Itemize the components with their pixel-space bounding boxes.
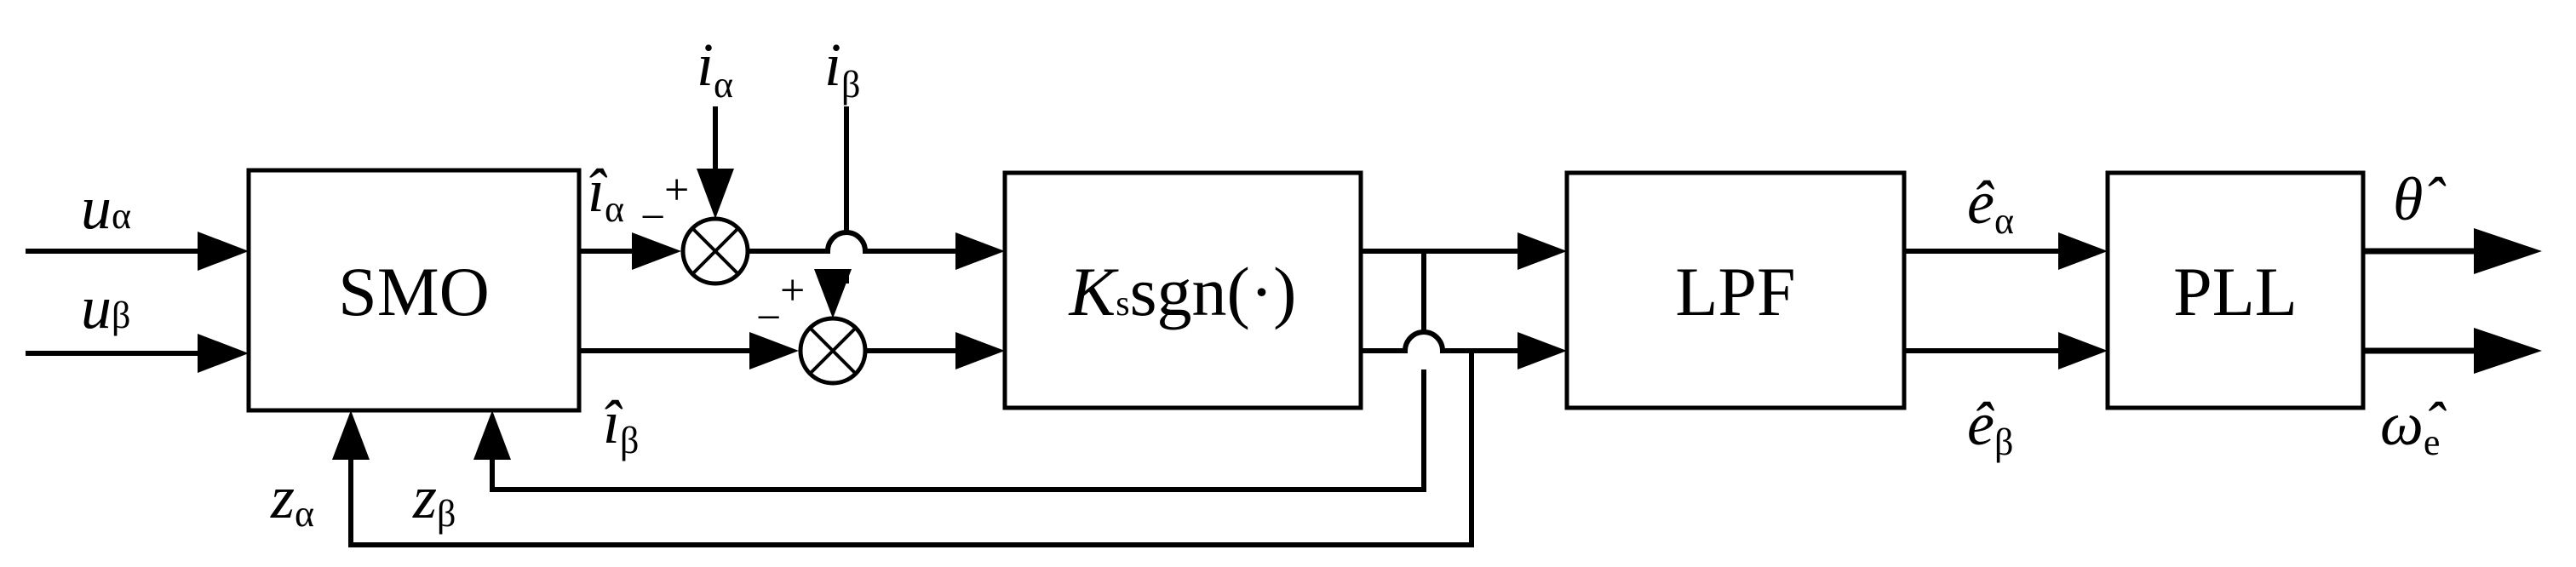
smo-label: SMO <box>338 253 490 330</box>
u-alpha-arrow <box>198 232 249 271</box>
ihat-beta-label: îβ <box>603 388 639 461</box>
lpf-block <box>1564 170 1907 410</box>
error-beta-arrow <box>955 332 1005 369</box>
z-beta-forward-arrow <box>1517 332 1567 369</box>
i-beta-wire <box>830 106 849 284</box>
pll-label: PLL <box>2173 253 2298 330</box>
summing-junction-top-cross-b <box>691 226 740 276</box>
ehat-beta-arrow <box>2058 332 2108 369</box>
z-alpha-forward-arrow <box>1517 232 1567 270</box>
summing-bottom-plus: + <box>780 266 805 315</box>
i-beta-arrow <box>814 269 852 318</box>
ihat-alpha-arrow <box>632 232 681 270</box>
theta-hat-arrow <box>2474 228 2542 274</box>
omega-hat-arrow <box>2474 328 2542 374</box>
summing-top-plus: + <box>664 166 689 215</box>
z-alpha-feedback-wire <box>348 351 1474 547</box>
error-alpha-wire <box>748 230 962 254</box>
error-alpha-arrow <box>955 232 1005 270</box>
ehat-alpha-label: êα <box>1967 169 2014 242</box>
theta-hat-label: θ̂ <box>2393 165 2446 233</box>
z-alpha-label: zα <box>270 463 314 535</box>
u-beta-arrow <box>198 334 249 373</box>
ehat-alpha-arrow <box>2058 232 2108 270</box>
ksgn-label: Kssgn(·) <box>1069 253 1297 330</box>
z-beta-forward-wire <box>1361 329 1524 353</box>
ihat-beta-arrow <box>749 332 799 369</box>
z-beta-label: zβ <box>412 463 456 535</box>
z-beta-feedback-arrow <box>473 410 511 460</box>
u-alpha-label: uα <box>81 174 131 242</box>
summing-top-minus: − <box>640 193 665 242</box>
omega-hat-label: ω̂e <box>2380 390 2447 463</box>
ehat-beta-label: êβ <box>1967 390 2013 463</box>
z-beta-feedback-wire <box>490 251 1426 492</box>
i-beta-label: iβ <box>824 31 860 106</box>
ksgn-block <box>1002 170 1363 410</box>
ihat-alpha-label: îα <box>588 157 624 230</box>
z-alpha-feedback-arrow <box>332 410 370 460</box>
pll-block <box>2105 170 2366 410</box>
i-alpha-label: iα <box>697 31 733 106</box>
i-alpha-arrow <box>697 169 734 219</box>
u-beta-label: uβ <box>81 273 130 341</box>
smo-block <box>246 168 582 413</box>
lpf-label: LPF <box>1675 253 1795 330</box>
summing-junction-bottom-cross-b <box>808 326 858 375</box>
summing-bottom-minus: − <box>756 294 781 342</box>
